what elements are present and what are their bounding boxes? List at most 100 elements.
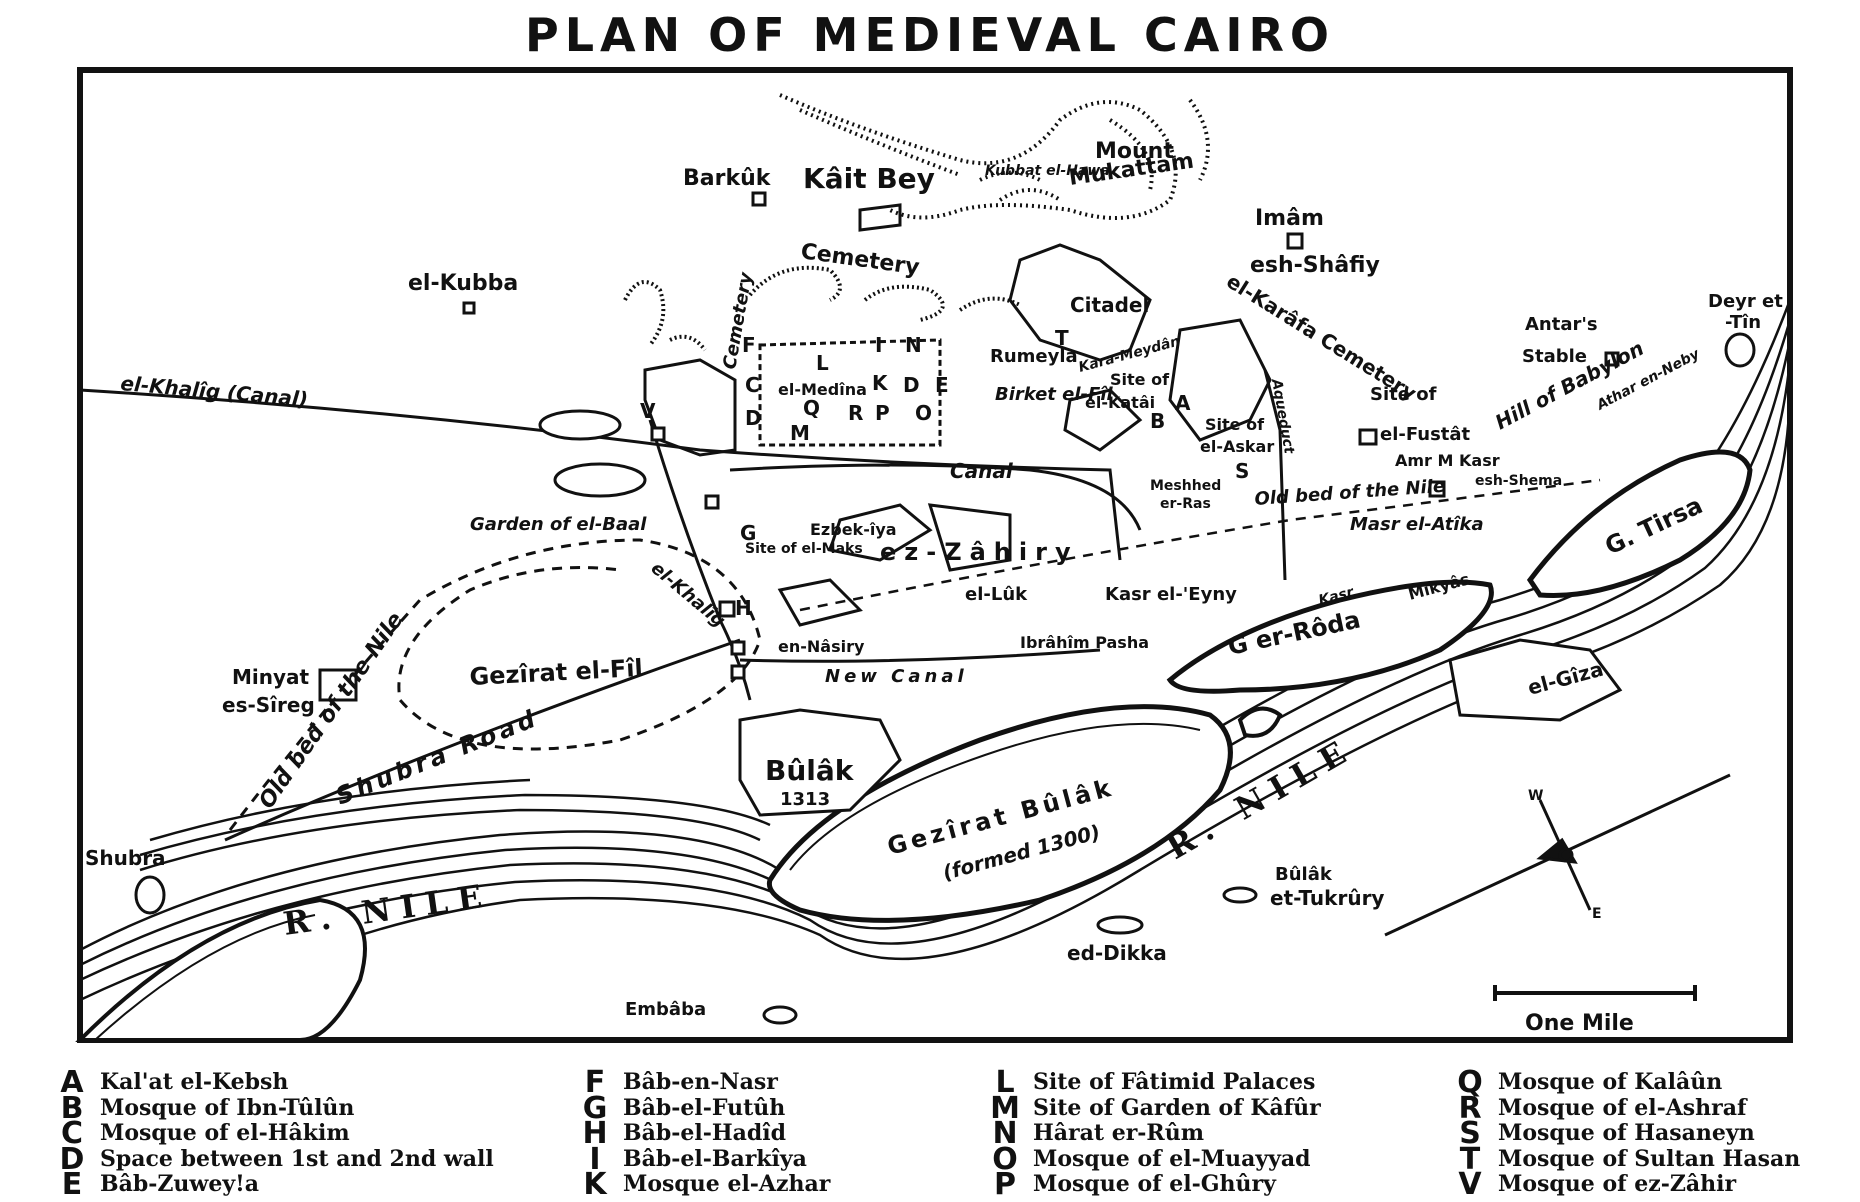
label-site-of-el-maks: Site of el-Maks: [745, 541, 863, 557]
map-key-letter: Q: [803, 396, 820, 420]
scale-bar: [1493, 985, 1697, 1001]
compass-rose: [1384, 773, 1731, 937]
label-stable: Stable: [1522, 346, 1587, 367]
map-title: PLAN OF MEDIEVAL CAIRO: [524, 8, 1335, 62]
site-markers: [462, 191, 1620, 680]
compass-e: E: [1592, 906, 1602, 922]
bulak-district: [738, 708, 902, 817]
pond-1: [538, 409, 622, 441]
legend-name: Kal'at el-Kebsh: [100, 1069, 289, 1095]
west-island: [75, 897, 367, 1042]
label-es-sireg: es-Sîreg: [222, 693, 315, 717]
label-en-nasiry: en-Nâsiry: [778, 637, 865, 656]
map-key-letter: N: [905, 333, 922, 357]
map-key-letter: O: [915, 401, 932, 425]
label-new-canal: New Canal: [825, 666, 968, 687]
r-nile-bank-north: [139, 778, 771, 872]
label-amr-kasr: Amr M Kasr: [1395, 451, 1500, 470]
legend-letter: Q: [1457, 1065, 1483, 1100]
map-key-letter: A: [1175, 391, 1191, 415]
cemetery-hills: [623, 265, 1021, 352]
label-deyr-et: Deyr et: [1708, 291, 1783, 312]
legend-name: Space between 1st and 2nd wall: [100, 1145, 494, 1172]
bulak-tukrury-oval: [1222, 886, 1258, 904]
legend-letter: H: [582, 1116, 608, 1151]
shubra-oval: [134, 875, 166, 915]
legend-letter: M: [990, 1090, 1020, 1126]
legend-entry: I Bâb-el-Barkîya: [575, 1141, 1015, 1177]
legend-name: Mosque of ez-Zâhir: [1498, 1171, 1737, 1197]
map-key-letter: I: [875, 333, 882, 357]
map-key-letter: E: [935, 373, 949, 397]
label-shubra: Shubra: [85, 846, 166, 870]
tirsa-island: [1526, 449, 1753, 599]
label-gezirat-el-fil: Gezîrat el-Fîl: [469, 654, 644, 691]
label-el-khalig-canal: el-Khalîg (Canal): [120, 371, 309, 411]
label-el-luk: el-Lûk: [965, 584, 1028, 605]
legend-entry: A Kal'at el-Kebsh: [52, 1065, 492, 1100]
label-bulak-tukrury-2: et-Tukrûry: [1270, 886, 1384, 910]
ed-dikka-oval: [1096, 915, 1144, 935]
legend-letter: G: [582, 1090, 608, 1126]
legend-name: Mosque of Sultan Hasan: [1498, 1145, 1801, 1172]
legend-name: Mosque of el-Ghûry: [1033, 1171, 1276, 1197]
label-cemetery: Cemetery: [799, 239, 921, 280]
map-key-letter: G: [740, 521, 756, 545]
map-key-letter: S: [1235, 459, 1249, 483]
map-key-letter: P: [875, 401, 890, 425]
legend-name: Site of Fâtimid Palaces: [1033, 1069, 1316, 1095]
map-key-letter: T: [1055, 326, 1069, 350]
label-imam: Imâm: [1255, 206, 1324, 231]
legend-name: Site of Garden of Kâfûr: [1033, 1094, 1321, 1121]
label-barkuk: Barkûk: [683, 166, 772, 191]
legend-letter: A: [60, 1065, 84, 1100]
map-key-letter: L: [816, 351, 829, 375]
map-frame: [77, 67, 1793, 1043]
label-ibrahim-pasha: Ibrâhîm Pasha: [1020, 633, 1149, 652]
label-birket-el-fil: Birket el-Fîl: [995, 384, 1113, 405]
label-ezbekiya: Ezbek-îya: [810, 520, 897, 539]
legend-letter: T: [1459, 1141, 1481, 1177]
legend-letter: F: [584, 1065, 606, 1100]
map-key-letter: K: [872, 371, 889, 395]
legend-name: Bâb-el-Futûh: [623, 1094, 786, 1121]
label-minyat: Minyat: [232, 665, 310, 689]
legend-letter: C: [60, 1116, 84, 1151]
legend-letter: B: [60, 1090, 84, 1126]
legend-entry: G Bâb-el-Futûh: [575, 1090, 1015, 1126]
label-meshhed: Meshhed: [1150, 478, 1221, 494]
legend-letter: I: [589, 1141, 601, 1177]
legend-entry: M Site of Garden of Kâfûr: [985, 1090, 1425, 1126]
legend-name: Mosque of Hasaneyn: [1498, 1120, 1755, 1146]
legend-name: Mosque of el-Muayyad: [1033, 1145, 1311, 1172]
map-key-letter: R: [848, 401, 863, 425]
legend-name: Mosque of Ibn-Tûlûn: [100, 1094, 355, 1121]
map-canvas: W E One Mile Barkûk Kâit Bey Cemetery Mo…: [75, 67, 1793, 1043]
label-ez-zahiry: ez-Zâhiry: [880, 538, 1079, 566]
legend-entry: T Mosque of Sultan Hasan: [1450, 1141, 1860, 1177]
pond-2: [553, 462, 647, 498]
canal: [729, 463, 1142, 531]
label-embaba: Embâba: [625, 999, 706, 1020]
legend-name: Hârat er-Rûm: [1033, 1120, 1204, 1146]
legend-name: Bâb-el-Barkîya: [623, 1145, 807, 1172]
minyat-es-sireg: [318, 668, 358, 702]
legend-letter: R: [1458, 1090, 1482, 1126]
label-canal: Canal: [950, 459, 1014, 483]
